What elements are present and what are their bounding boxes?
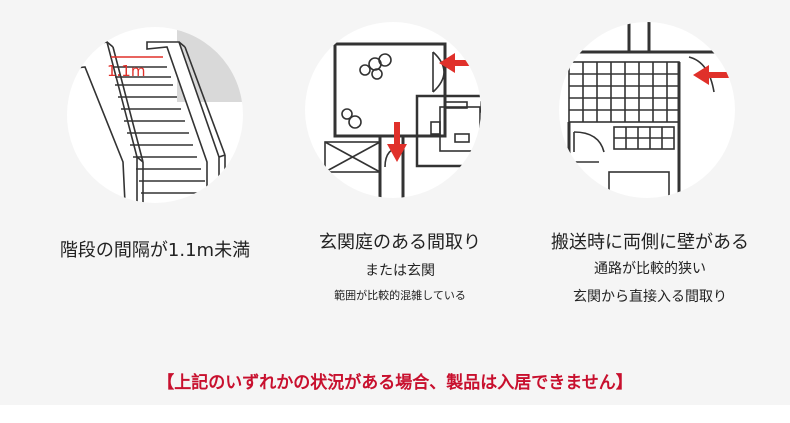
passage-illustration (559, 22, 735, 198)
panel-1-caption: 階段の間隔が1.1m未満 (59, 240, 251, 261)
panel-2-subcaption: または玄関 (365, 263, 435, 279)
panel-3-note: 玄関から直接入る間取り (573, 289, 727, 305)
panel-2-note: 範囲が比較的混雑している (334, 289, 466, 302)
width-measure-label: 1.1m (107, 62, 146, 80)
panel-3-caption: 搬送時に両側に壁がある (551, 232, 749, 253)
panel-3-subcaption: 通路が比較的狭い (594, 261, 706, 277)
narrow-passage-icon (559, 22, 731, 198)
entrance-illustration (305, 22, 481, 198)
delivery-notice: 【上記のいずれかの状況がある場合、製品は入居できません】 (157, 373, 633, 393)
bottom-band (0, 405, 790, 423)
stairs-illustration (67, 27, 243, 203)
entrance-floorplan-icon (324, 42, 481, 198)
stairs-icon (67, 27, 243, 203)
panel-2-caption: 玄関庭のある間取り (319, 232, 481, 253)
